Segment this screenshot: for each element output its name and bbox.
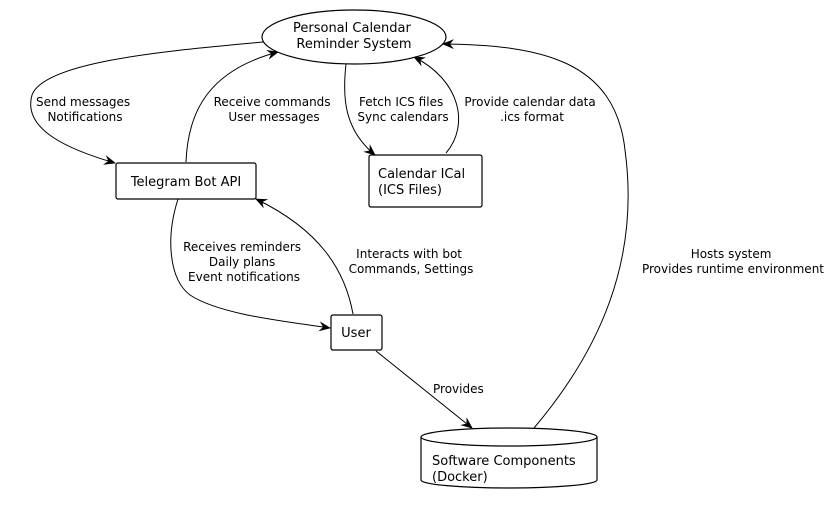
node-label: Personal Calendar Reminder System xyxy=(293,21,415,52)
node-telegram-bot-api[interactable]: Telegram Bot API xyxy=(115,162,257,200)
node-label: User xyxy=(341,326,371,341)
node-label: Software Components (Docker) xyxy=(432,454,580,485)
edge-telegram-to-user: Receives reminders Daily plans Event not… xyxy=(170,198,331,332)
node-software-components[interactable]: Software Components (Docker) xyxy=(420,427,598,489)
edge-label: Receive commands User messages xyxy=(214,95,335,124)
edge-label: Fetch ICS files Sync calendars xyxy=(357,95,448,124)
edge-software-to-system: Hosts system Provides runtime environmen… xyxy=(442,39,824,429)
edge-label: Hosts system Provides runtime environmen… xyxy=(642,247,824,276)
edge-calendar-to-system: Provide calendar data .ics format xyxy=(413,56,599,154)
edge-label: Send messages Notifications xyxy=(36,95,134,124)
node-label: Calendar ICal (ICS Files) xyxy=(378,167,469,198)
node-label: Telegram Bot API xyxy=(130,175,241,190)
edge-label: Provide calendar data .ics format xyxy=(464,95,599,124)
edge-system-to-telegram: Send messages Notifications xyxy=(30,41,264,165)
edge-system-to-calendar: Fetch ICS files Sync calendars xyxy=(344,63,449,156)
edge-label: Receives reminders Daily plans Event not… xyxy=(183,240,305,284)
edge-telegram-to-system: Receive commands User messages xyxy=(185,49,335,163)
edge-user-to-telegram: Interacts with bot Commands, Settings xyxy=(255,198,474,315)
node-user[interactable]: User xyxy=(330,314,383,351)
edge-label: Provides xyxy=(433,382,484,396)
edge-user-to-software: Provides xyxy=(375,350,484,429)
node-calendar-ical[interactable]: Calendar ICal (ICS Files) xyxy=(368,154,483,208)
edge-label: Interacts with bot Commands, Settings xyxy=(349,247,474,276)
node-personal-calendar-reminder-system[interactable]: Personal Calendar Reminder System xyxy=(261,9,447,65)
